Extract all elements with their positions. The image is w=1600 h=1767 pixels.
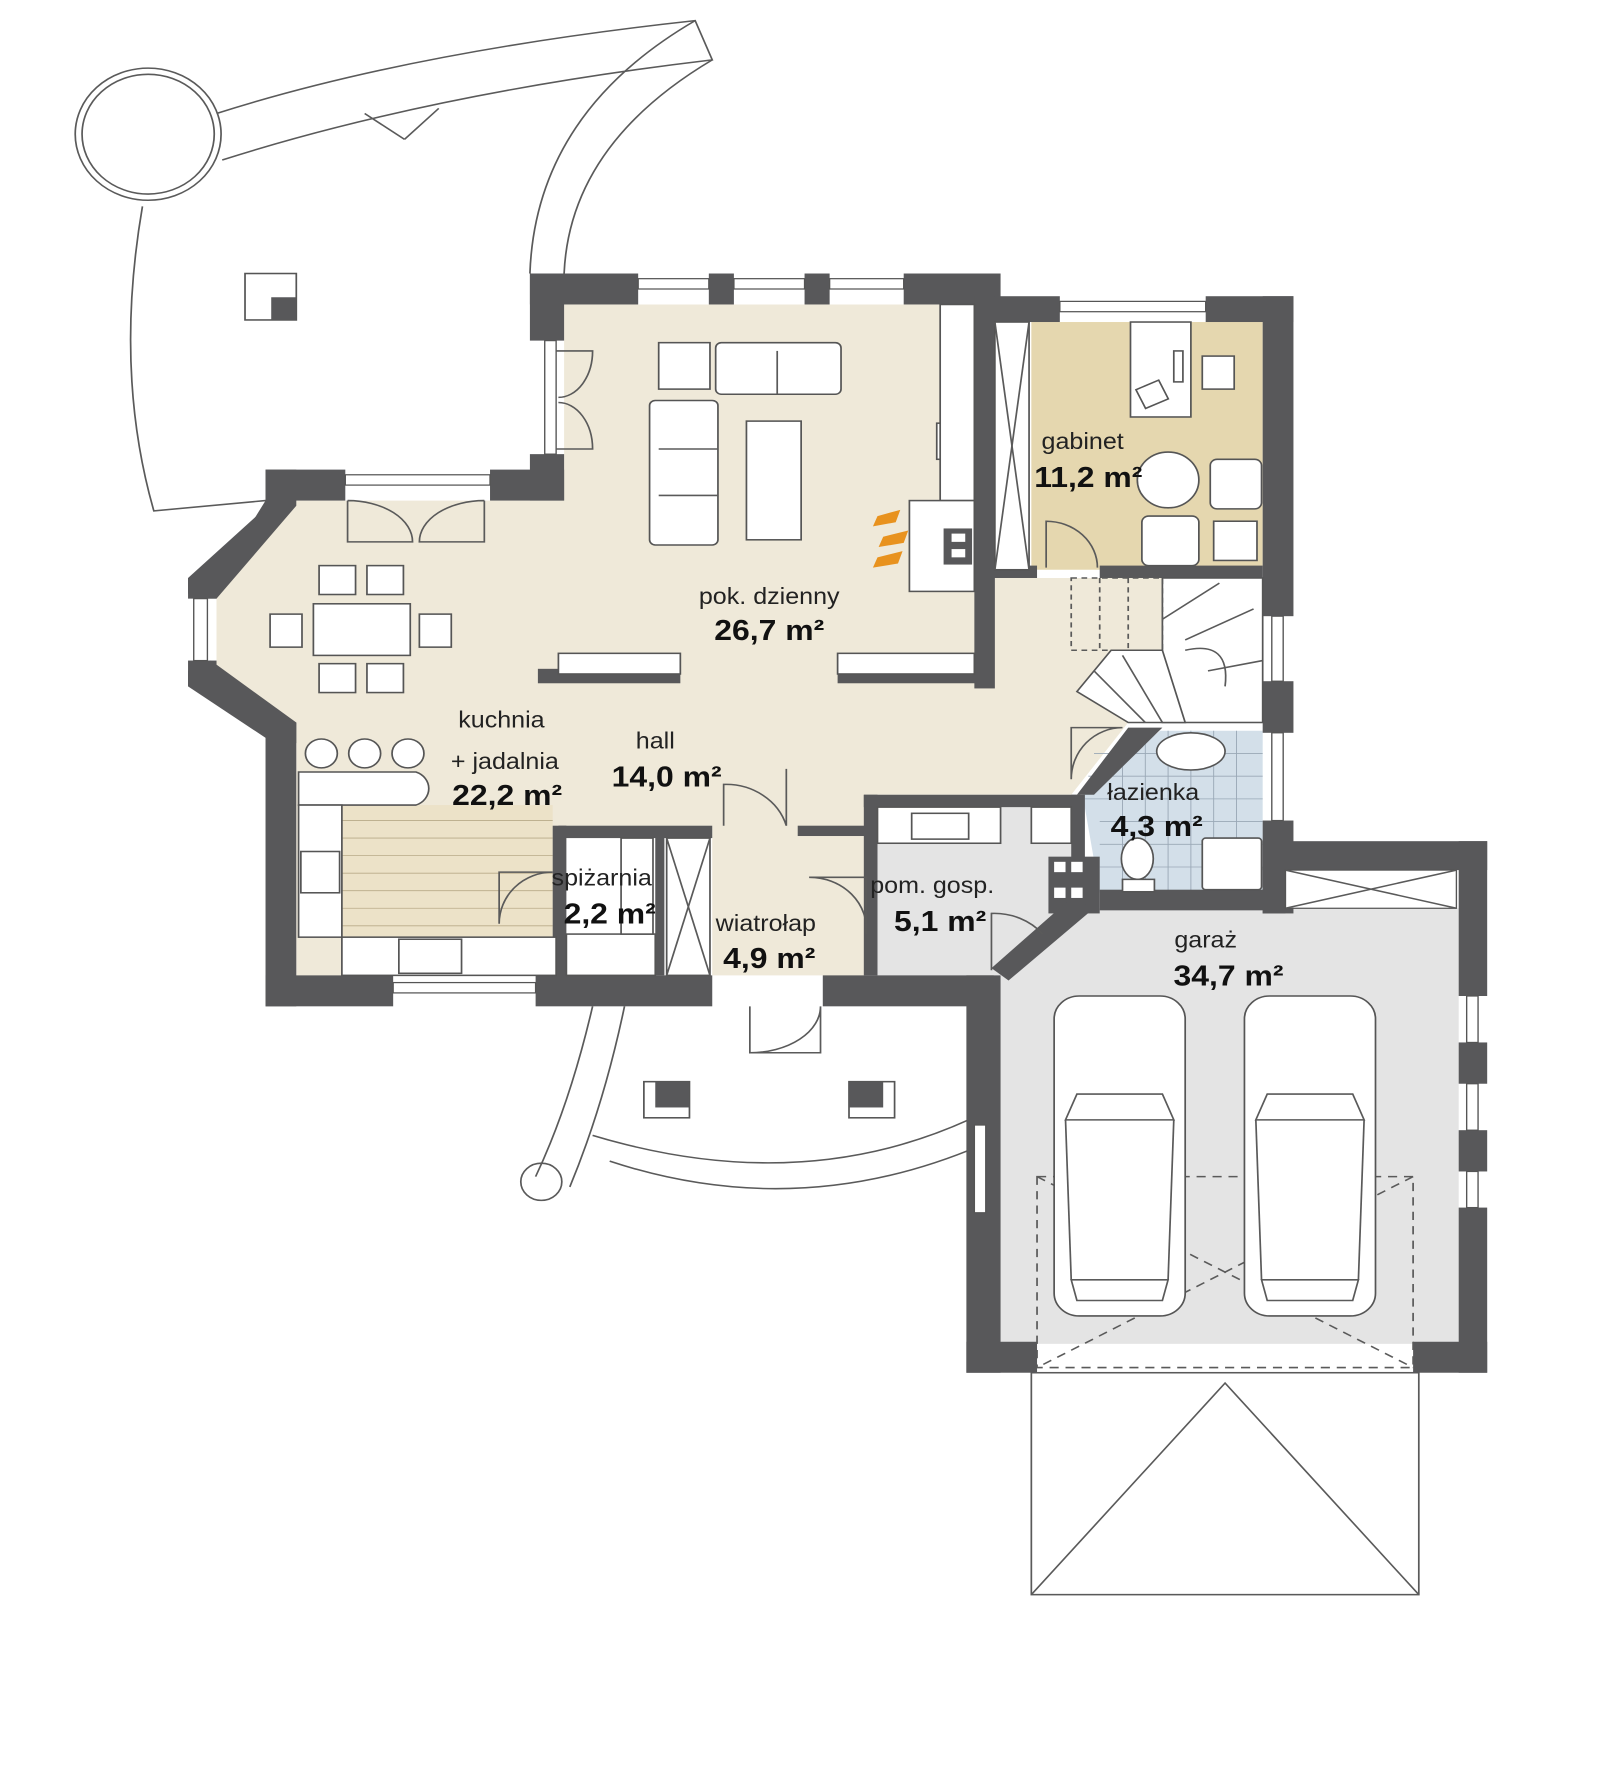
fire-icon (872, 509, 909, 568)
terrace-outline (74, 19, 714, 512)
kitchen-worktop (341, 805, 553, 938)
room-area: 11,2 m² (1034, 462, 1142, 494)
room-name: hall (636, 728, 675, 754)
room-label-living: pok. dzienny 26,7 m² (699, 584, 840, 647)
car-icon (1243, 995, 1377, 1317)
room-area: 2,2 m² (564, 898, 656, 930)
room-name: pom. gosp. (870, 873, 994, 899)
walls (188, 273, 1488, 1373)
room-name: łazienka (1107, 780, 1200, 806)
room-area: 4,3 m² (1111, 810, 1203, 842)
room-name: garaż (1174, 928, 1237, 954)
windows (193, 278, 1479, 1214)
room-label-study: gabinet 11,2 m² (1034, 429, 1142, 494)
room-name: pok. dzienny (699, 584, 840, 610)
room-name: spiżarnia (552, 866, 653, 892)
room-name: + jadalnia (451, 749, 560, 775)
room-label-garage: garaż 34,7 m² (1174, 928, 1284, 993)
entrance-steps (519, 1006, 981, 1202)
room-area: 34,7 m² (1174, 960, 1284, 992)
car-icon (1053, 995, 1187, 1317)
room-area: 5,1 m² (894, 905, 986, 937)
utility-floor (875, 805, 1077, 976)
room-area: 14,0 m² (612, 761, 722, 793)
staircase (1070, 577, 1264, 724)
room-label-bathroom: łazienka 4,3 m² (1107, 780, 1202, 843)
room-area: 22,2 m² (452, 779, 562, 811)
doors (346, 350, 1123, 1054)
kitchen-floor-lines (341, 820, 553, 927)
room-label-utility: pom. gosp. 5,1 m² (870, 873, 994, 938)
room-label-kitchen: kuchnia + jadalnia 22,2 m² (451, 708, 562, 812)
room-label-pantry: spiżarnia 2,2 m² (552, 866, 656, 931)
room-name: gabinet (1042, 429, 1125, 455)
room-label-vestibule: wiatrołap 4,9 m² (715, 911, 816, 975)
room-name: wiatrołap (715, 911, 816, 937)
room-label-hall: hall 14,0 m² (612, 728, 722, 793)
room-name: kuchnia (458, 708, 545, 734)
furniture (269, 303, 1414, 1369)
room-area: 4,9 m² (723, 943, 815, 975)
room-area: 26,7 m² (714, 614, 824, 646)
driveway (1030, 1371, 1420, 1596)
